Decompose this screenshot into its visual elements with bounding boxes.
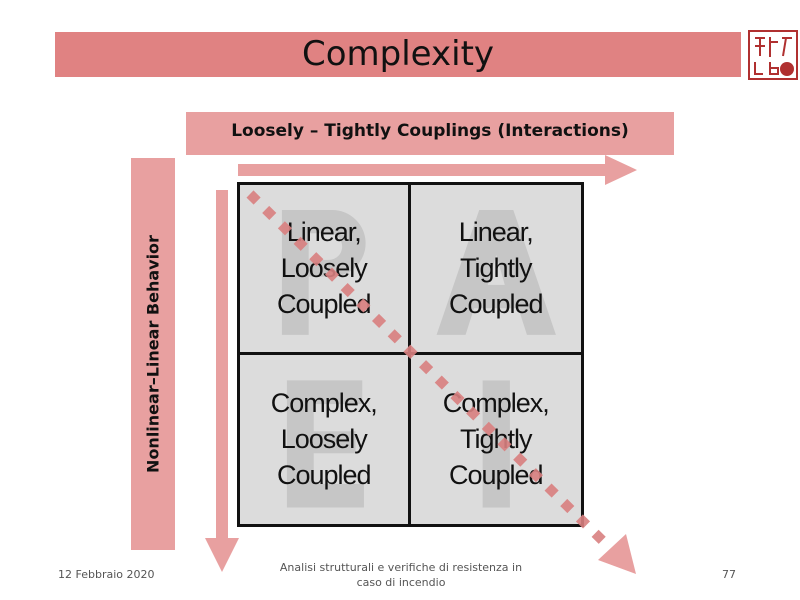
vertical-arrow (205, 190, 239, 572)
y-axis-box (131, 158, 175, 550)
quadrant-text: Complex, Loosely Coupled (270, 388, 378, 491)
footer-title: Analisi strutturali e verifiche di resis… (279, 561, 523, 589)
seal-logo (748, 30, 798, 80)
watermark-letter-a (436, 209, 556, 335)
x-axis-label: Loosely – Tightly Couplings (Interaction… (186, 112, 674, 155)
footer-date: 12 Febbraio 2020 (58, 568, 155, 581)
slide-title: Complexity (55, 32, 741, 77)
quadrant-complex-loosely: Complex, Loosely Coupled (240, 354, 411, 524)
quadrant-linear-tightly: Linear, Tightly Coupled (410, 185, 581, 355)
quadrant-text: Linear, Loosely Coupled (276, 217, 372, 320)
horizontal-arrow (238, 155, 637, 185)
quadrant-text: Linear, Tightly Coupled (448, 217, 544, 320)
quadrant-complex-tightly: Complex, Tightly Coupled (411, 355, 582, 525)
page-number: 77 (722, 568, 736, 581)
watermark-letter-e (286, 379, 364, 508)
quadrant-text: Complex, Tightly Coupled (442, 388, 550, 491)
